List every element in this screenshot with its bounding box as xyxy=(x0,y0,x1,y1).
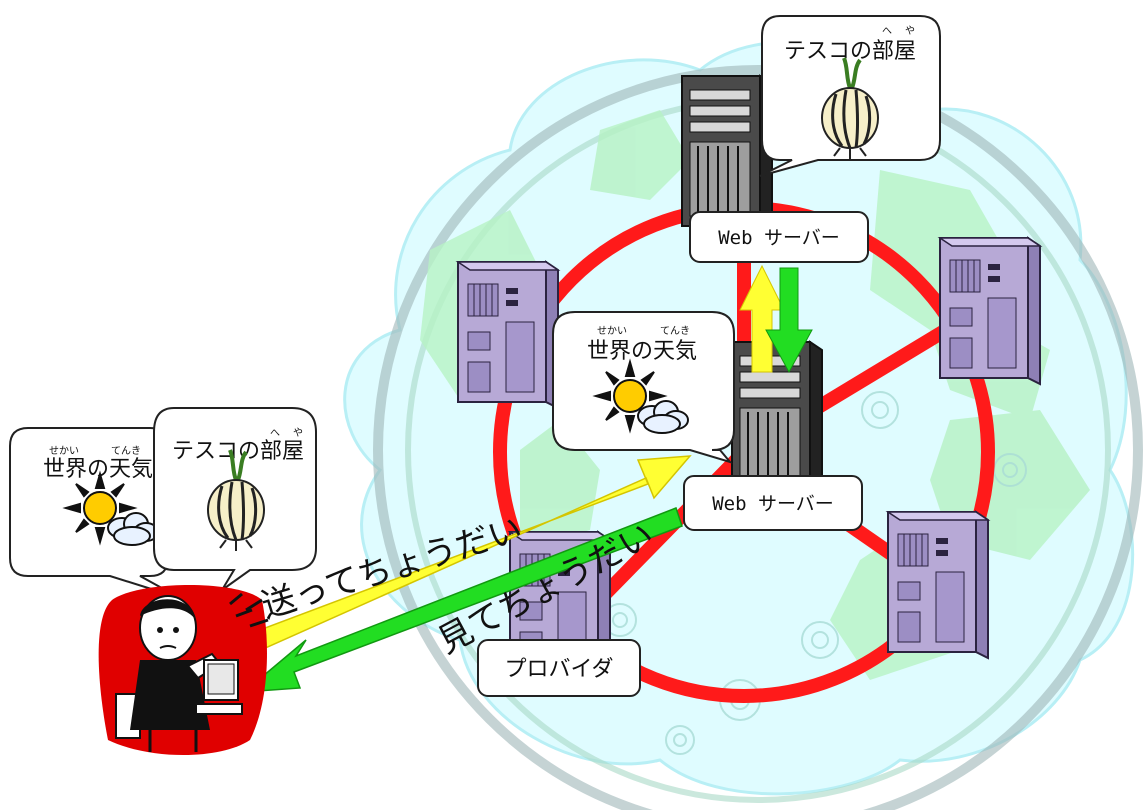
ruby-he-left: へ xyxy=(270,428,280,439)
tesco-top-title: テスコの部屋 xyxy=(784,39,916,64)
provider-label: プロバイダ xyxy=(477,639,641,697)
ruby-ya-top: や xyxy=(905,25,915,37)
router-right-top-tower xyxy=(939,237,1041,385)
weather-center-title: 世界の天気 xyxy=(587,339,697,364)
bubble-tesco-top: へ や テスコの部屋 xyxy=(759,15,941,177)
ruby-he-top: へ xyxy=(882,26,892,37)
response-arrow xyxy=(241,507,683,693)
ruby-tenki-center: てんき xyxy=(660,325,690,337)
web-server-center-text: Web サーバー xyxy=(712,493,834,515)
provider-text: プロバイダ xyxy=(504,657,613,682)
bubble-weather-left: せかい てんき 世界の天気 xyxy=(9,427,181,599)
web-server-top-label: Web サーバー xyxy=(689,211,869,263)
web-server-top-tower xyxy=(681,75,773,233)
ruby-sekai-center: せかい xyxy=(597,325,627,337)
tesco-left-title: テスコの部屋 xyxy=(172,439,304,464)
request-arrow xyxy=(242,455,692,655)
bubble-tesco-left: へ や テスコの部屋 xyxy=(153,407,317,591)
bubble-weather-center: せかい てんき 世界の天気 xyxy=(552,311,735,464)
user-woman-at-computer xyxy=(98,585,267,755)
ruby-sekai-left: せかい xyxy=(49,445,79,457)
web-server-center-label: Web サーバー xyxy=(683,475,863,531)
web-server-top-text: Web サーバー xyxy=(718,227,840,249)
server-arrows xyxy=(739,264,813,374)
router-left-tower xyxy=(457,261,559,409)
web-server-center-tower xyxy=(731,341,823,499)
ruby-tenki-left: てんき xyxy=(111,445,141,457)
motion-lines xyxy=(245,598,269,628)
ruby-ya-left: や xyxy=(293,427,303,439)
router-right-bottom-tower xyxy=(887,511,989,659)
